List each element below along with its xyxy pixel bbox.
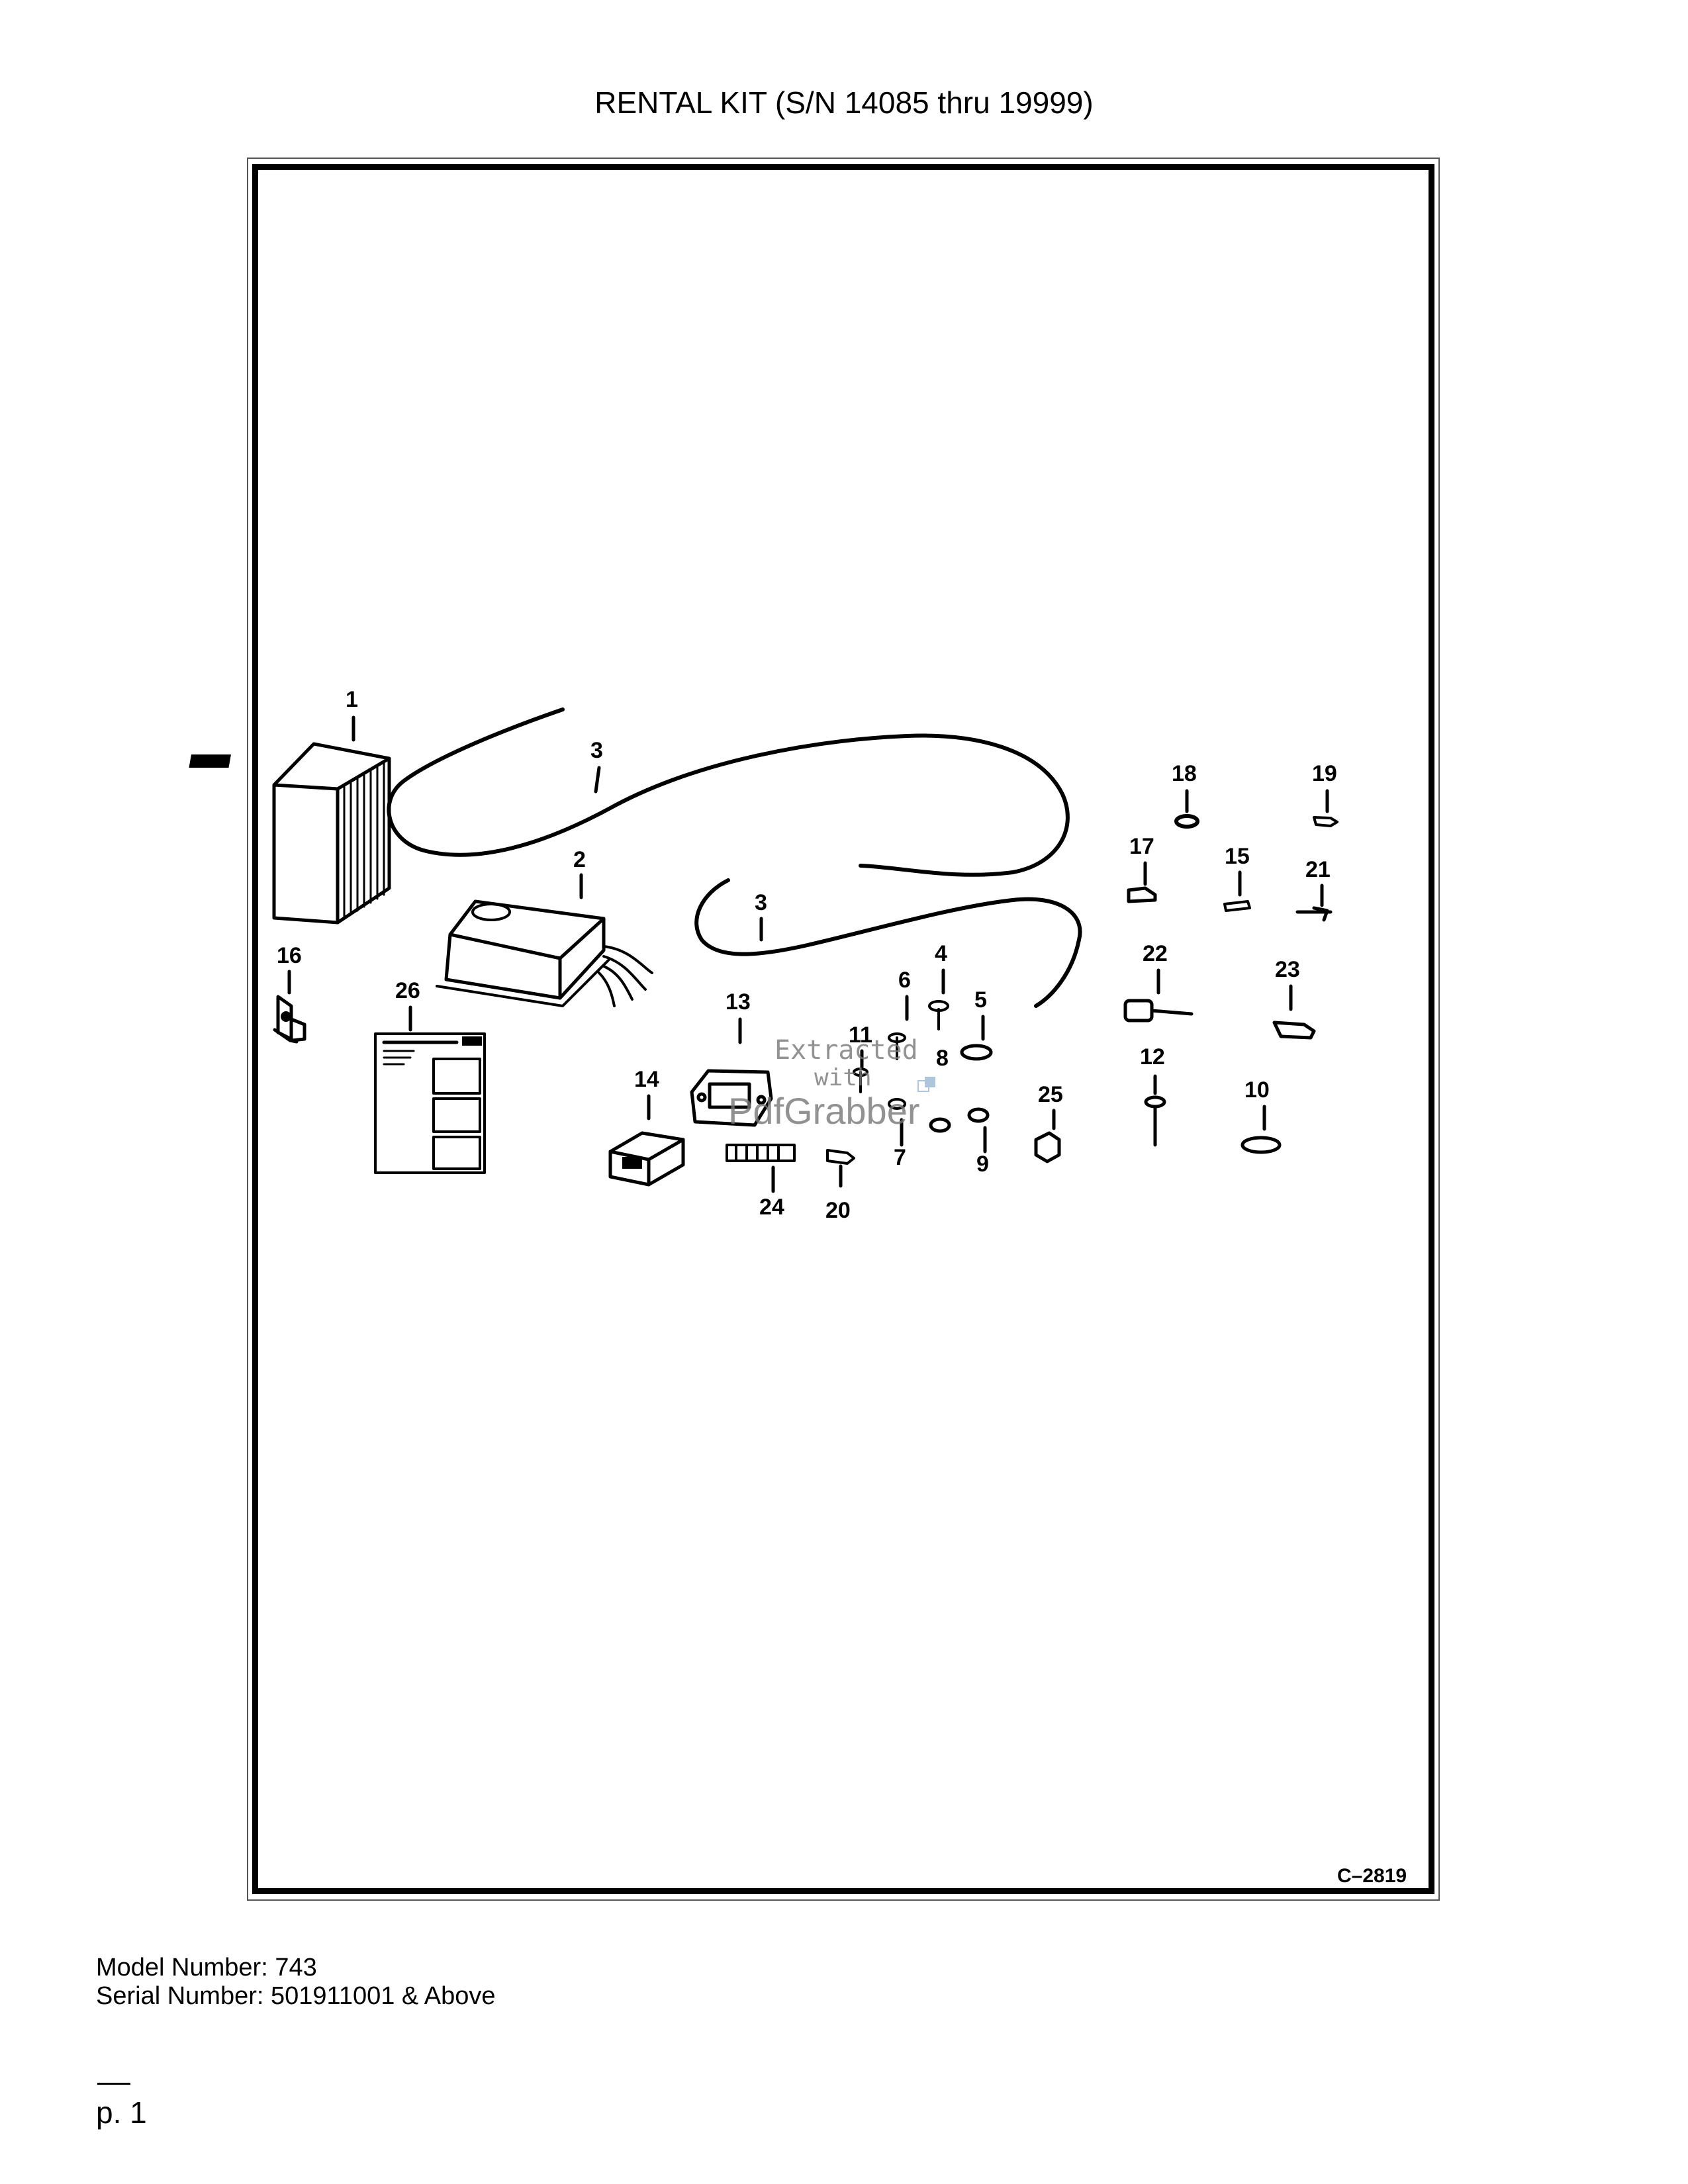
watermark-line-2: with — [814, 1064, 872, 1091]
callout-12: 12 — [1140, 1044, 1165, 1069]
callout-24: 24 — [759, 1195, 784, 1220]
page-number: p. 1 — [96, 2095, 147, 2130]
callout-22: 22 — [1143, 941, 1168, 966]
watermark-line-1: Extracted — [774, 1035, 918, 1066]
callout-9: 9 — [976, 1152, 989, 1177]
part-14-hourmeter — [608, 1131, 685, 1187]
callout-26: 26 — [395, 978, 420, 1003]
part-6-screw — [888, 1032, 906, 1060]
part-17-connector — [1127, 886, 1157, 903]
callout-10: 10 — [1244, 1077, 1270, 1103]
callout-2: 2 — [573, 847, 586, 872]
callout-21: 21 — [1305, 857, 1331, 882]
model-number: Model Number: 743 — [96, 1954, 317, 1981]
page-title: RENTAL KIT (S/N 14085 thru 19999) — [594, 85, 1094, 120]
part-12-bolt — [1144, 1095, 1166, 1147]
part-4-bolt — [928, 1000, 949, 1030]
part-25-nut — [1034, 1131, 1061, 1163]
part-9-washer — [967, 1107, 990, 1123]
callout-6: 6 — [898, 968, 911, 993]
watermark-logo-icon — [917, 1077, 935, 1092]
part-1-box — [189, 742, 391, 925]
part-20-terminal — [826, 1149, 855, 1165]
callout-20: 20 — [825, 1198, 851, 1223]
part-19-terminal — [1313, 816, 1338, 827]
part-13-plate — [690, 1069, 773, 1127]
callout-23: 23 — [1275, 957, 1300, 982]
callout-11: 11 — [849, 1023, 872, 1048]
part-23-relay — [1272, 1021, 1316, 1040]
watermark: Extracted with PdfGrabber — [728, 1036, 966, 1131]
callout-13: 13 — [726, 989, 751, 1015]
watermark-line-3: PdfGrabber — [728, 1090, 920, 1132]
callout-8: 8 — [936, 1046, 949, 1071]
callout-3-lower: 3 — [755, 890, 767, 915]
callout-3-upper: 3 — [590, 738, 603, 763]
part-21-terminal — [1295, 906, 1333, 922]
callout-5: 5 — [974, 987, 987, 1013]
callout-14: 14 — [634, 1067, 659, 1092]
part-11-screw — [853, 1068, 868, 1093]
callout-25: 25 — [1038, 1082, 1063, 1107]
callout-15: 15 — [1225, 844, 1250, 869]
callout-19: 19 — [1312, 761, 1337, 786]
callout-4: 4 — [935, 941, 947, 966]
callout-16: 16 — [277, 943, 302, 968]
figure-frame-outer — [247, 158, 1440, 1901]
part-24-fuse-strip — [726, 1144, 796, 1162]
serial-number: Serial Number: 501911001 & Above — [96, 1982, 496, 2010]
callout-1: 1 — [346, 687, 358, 712]
figure-frame — [252, 164, 1434, 1894]
part-10-washer — [1241, 1136, 1282, 1154]
callout-18: 18 — [1172, 761, 1197, 786]
part-5-washer — [960, 1044, 993, 1061]
callout-7: 7 — [894, 1145, 906, 1170]
figure-code: C–2819 — [1337, 1865, 1407, 1887]
part-15-pin — [1223, 900, 1251, 912]
part-2-module — [436, 899, 653, 1007]
part-8-washer — [929, 1117, 951, 1133]
part-7-washer — [888, 1098, 906, 1110]
part-22-switch — [1123, 999, 1194, 1023]
part-3-cable-upper — [387, 707, 1070, 877]
part-26-decal-sheet — [374, 1032, 486, 1174]
part-18-grommet — [1174, 814, 1199, 829]
callout-17: 17 — [1129, 834, 1154, 859]
footer-rule — [97, 2083, 130, 2085]
part-16-bracket — [273, 995, 306, 1044]
part-3-cable-lower — [694, 878, 1082, 1008]
